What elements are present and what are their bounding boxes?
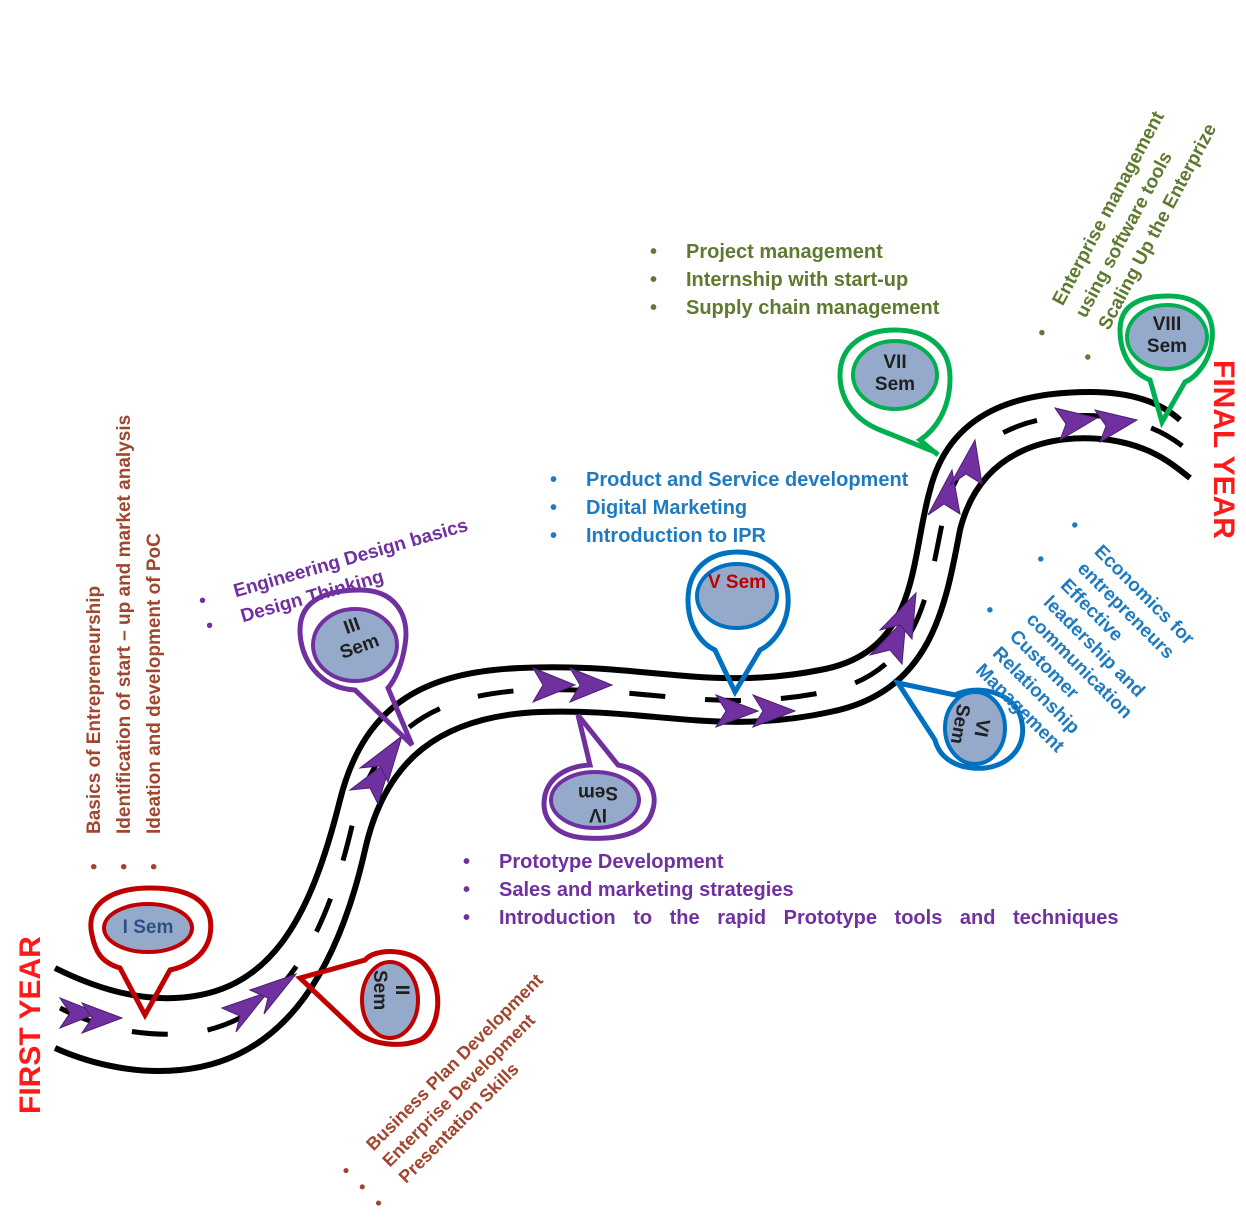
sem-7-topics: Project management Internship with start… [650, 238, 939, 322]
arrow-shape [531, 666, 577, 704]
sem-5-label: V Sem [707, 572, 767, 593]
sem-2-label: II Sem [369, 970, 412, 1011]
sem-1-topics: Basics of Entrepreneurship Identificatio… [80, 415, 170, 870]
sem-5-topics: Product and Service development Digital … [550, 466, 908, 550]
sem-7-label: VII Sem [874, 352, 916, 395]
sem-8-pin [1117, 293, 1215, 429]
topic-item: Digital Marketing [550, 494, 908, 522]
road-edge-bottom [53, 435, 1192, 1075]
sem-4-pin [541, 713, 657, 841]
topic-item: Product and Service development [550, 466, 908, 494]
sem-1-pin [88, 885, 214, 1021]
sem-7-pin [837, 327, 953, 457]
topic-item: Project management [650, 238, 939, 266]
arrow-shape [358, 734, 403, 784]
topic-item: Ideation and development of PoC [140, 415, 170, 870]
sem-3-pin [297, 587, 415, 747]
sem-6-label: VI Sem [945, 702, 994, 746]
arrow-shape [1093, 409, 1139, 444]
arrow-shape [714, 694, 760, 728]
arrow-shape [1053, 407, 1099, 442]
arrow-shape [868, 616, 907, 666]
topic-item: Supply chain management [650, 294, 939, 322]
topic-item-text: Identification of start – up and market … [114, 414, 135, 834]
topic-item: Introduction to IPR [550, 522, 908, 550]
road-edge-top [53, 388, 1183, 1002]
arrow-shape [80, 1001, 124, 1035]
sem-1-label: I Sem [122, 917, 174, 938]
sem-2-pin [295, 949, 441, 1047]
arrow-shape [949, 438, 983, 486]
topic-item: Sales and marketing strategies [463, 876, 1123, 904]
topic-item: Basics of Entrepreneurship [80, 415, 110, 870]
sem-8-label: VIII Sem [1146, 314, 1188, 357]
final-year-label: FINAL YEAR [1207, 360, 1240, 539]
arrow-shape [248, 972, 298, 1015]
topic-item: Prototype Development [463, 848, 1123, 876]
arrow-shape [751, 694, 797, 728]
topic-item: Identification of start – up and market … [110, 415, 140, 870]
topic-item: Introduction to the rapid Prototype tool… [463, 904, 1123, 932]
road-center-dashes [58, 413, 1187, 1037]
sem-5-pin [685, 549, 791, 698]
sem-4-label: IV Sem [577, 782, 619, 825]
first-year-label: FIRST YEAR [14, 936, 47, 1114]
topic-item: Internship with start-up [650, 266, 939, 294]
sem-4-topics: Prototype Development Sales and marketin… [463, 848, 1123, 932]
arrow-shape [220, 990, 270, 1033]
arrow-shape [878, 591, 917, 641]
arrow-shape [568, 666, 614, 704]
